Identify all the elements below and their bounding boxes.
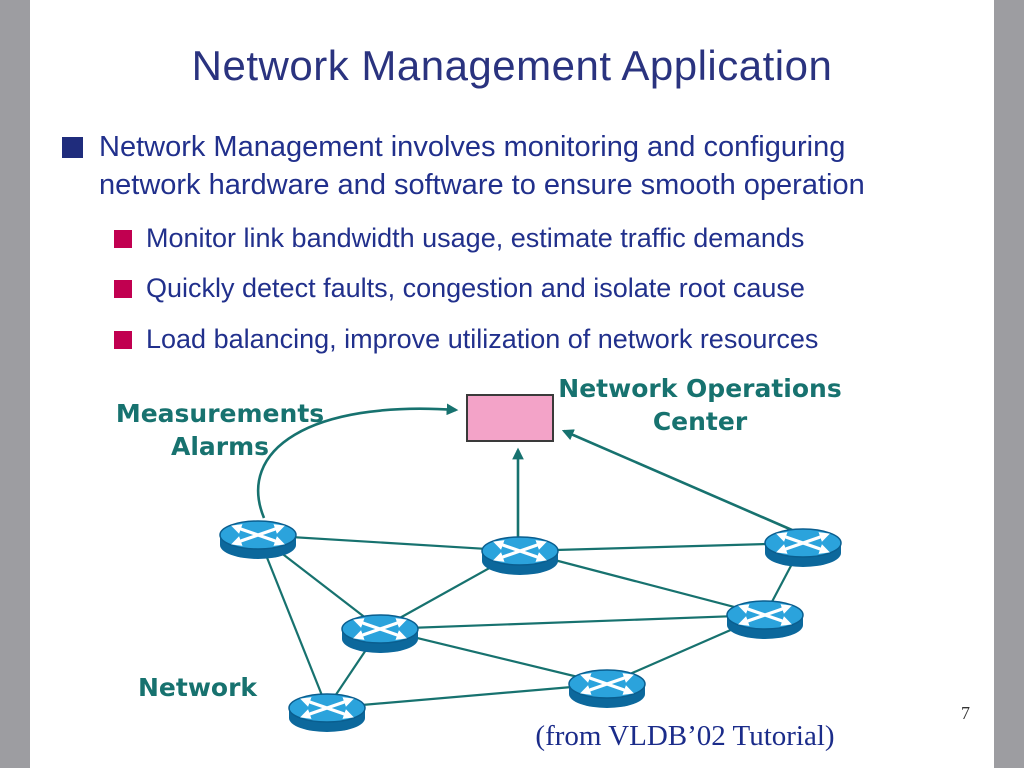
bullet-level2-text: Quickly detect faults, congestion and is…	[146, 273, 805, 304]
measurements-label-line2: Alarms	[170, 432, 270, 461]
right-gray-bar	[994, 0, 1024, 768]
router-icon	[220, 521, 296, 559]
noc-arrows	[257, 403, 793, 538]
bullet-list: Network Management involves monitoring a…	[62, 128, 944, 357]
network-link	[519, 549, 766, 617]
bullet-level1: Network Management involves monitoring a…	[62, 128, 944, 205]
router-icon	[482, 537, 558, 575]
network-label: Network	[138, 673, 258, 702]
arrow-to-noc	[561, 429, 793, 532]
router-icon	[765, 529, 841, 567]
bullet-square-navy-icon	[62, 137, 83, 158]
noc-label: Network Operations Center	[555, 372, 845, 438]
network-link	[256, 534, 329, 709]
bullet-level1-text: Network Management involves monitoring a…	[99, 131, 865, 202]
arrow-to-noc-curved	[257, 403, 459, 519]
network-link	[326, 682, 608, 710]
page-number: 7	[961, 703, 970, 723]
bullet-level2-text: Monitor link bandwidth usage, estimate t…	[146, 222, 805, 253]
noc-box	[466, 394, 554, 442]
bullet-level2-item: Quickly detect faults, congestion and is…	[114, 272, 944, 306]
router-icon	[289, 694, 365, 732]
noc-label-line2: Center	[652, 407, 748, 436]
measurements-label: Measurements Alarms	[105, 397, 335, 463]
bullet-level2-item: Monitor link bandwidth usage, estimate t…	[114, 222, 944, 256]
network-link	[379, 613, 766, 631]
router-icon	[727, 601, 803, 639]
bullet-square-crimson-icon	[114, 331, 132, 350]
measurements-label-line1: Measurements	[115, 399, 325, 428]
bullet-square-crimson-icon	[114, 280, 132, 299]
router-icon	[569, 670, 645, 708]
network-link	[519, 541, 804, 553]
left-gray-bar	[0, 0, 30, 768]
citation: (from VLDB’02 Tutorial)	[535, 720, 835, 752]
bullet-square-crimson-icon	[114, 229, 132, 248]
bullet-level2-text: Load balancing, improve utilization of n…	[146, 324, 819, 355]
page-title: Network Management Application	[191, 42, 833, 89]
network-link	[257, 533, 521, 553]
noc-label-line1: Network Operations	[558, 374, 842, 403]
router-icon	[342, 615, 418, 653]
bullet-level2-item: Load balancing, improve utilization of n…	[114, 323, 944, 357]
